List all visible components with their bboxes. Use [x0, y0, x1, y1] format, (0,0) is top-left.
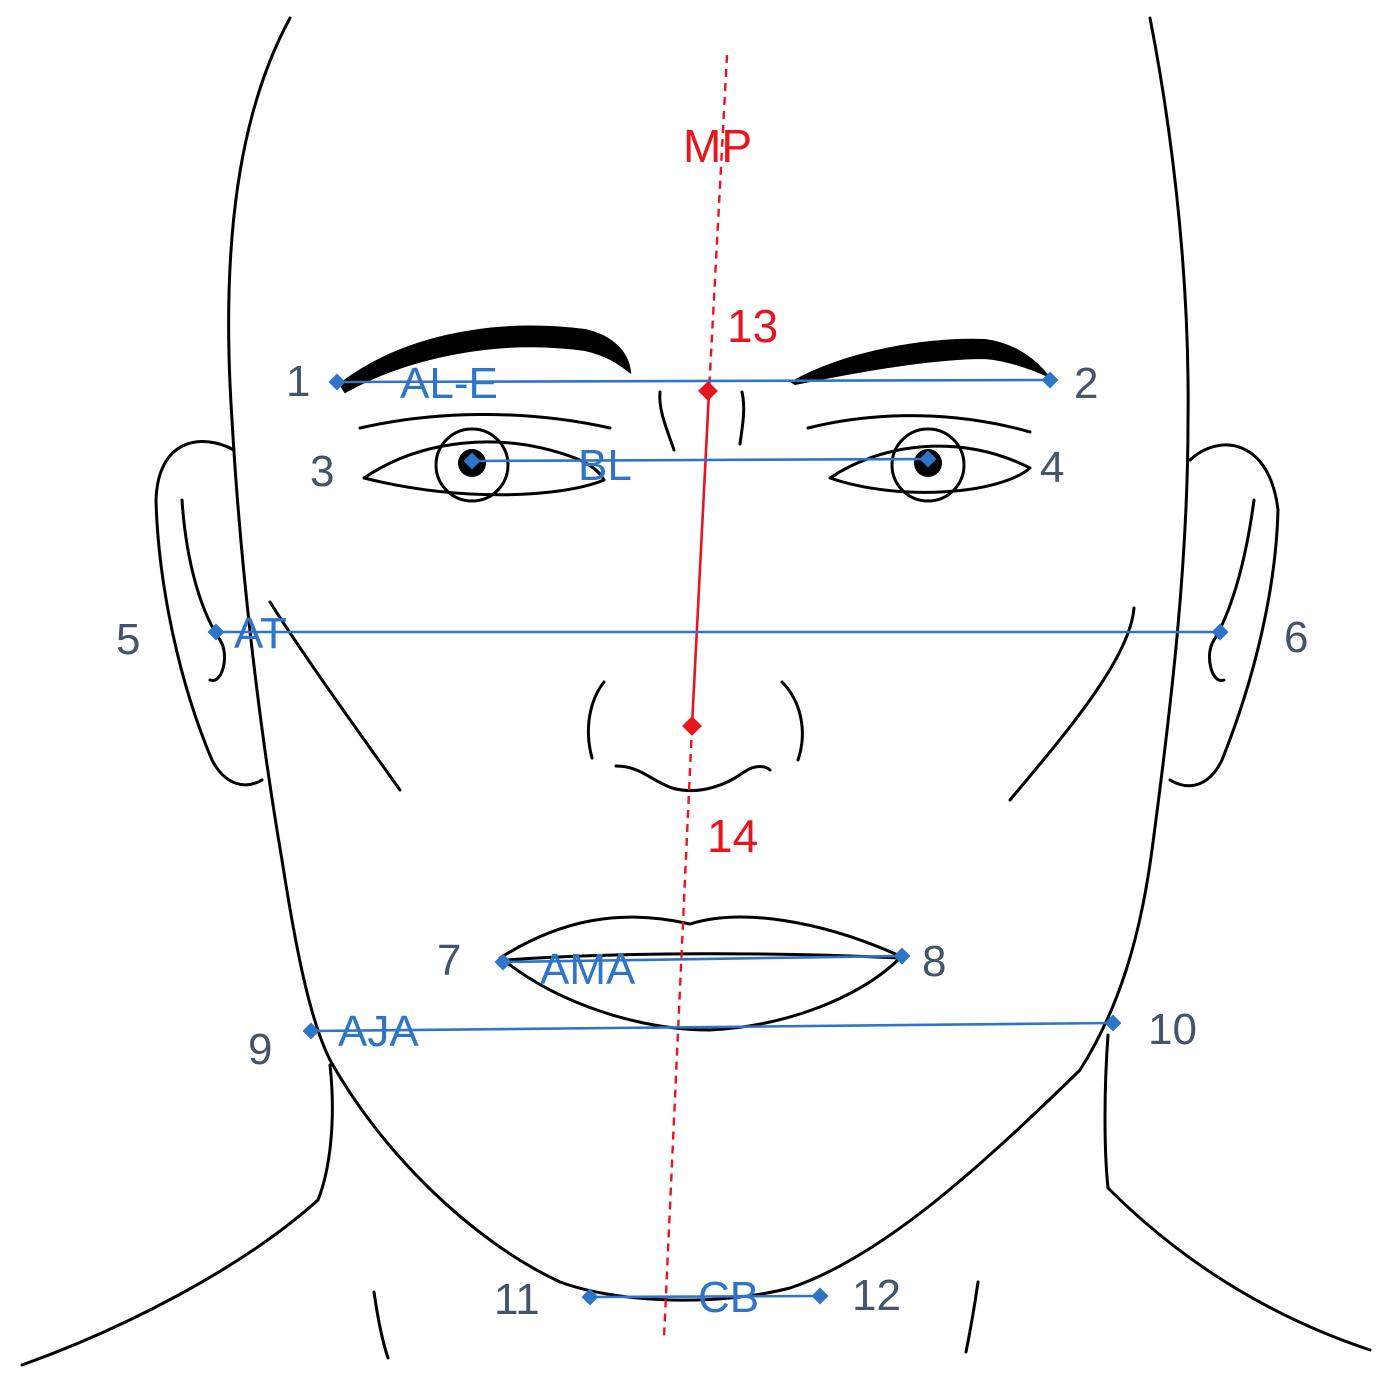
neck-right — [1103, 1033, 1110, 1190]
point-8-label: 8 — [922, 937, 946, 986]
right-cheek-line — [1008, 606, 1136, 802]
nose-right — [780, 680, 804, 762]
labels: MP 13 14 1 2 3 4 5 6 7 8 9 10 11 12 AL-E… — [116, 120, 1308, 1324]
neck-crease-right — [964, 1280, 980, 1354]
point-14-marker — [682, 716, 702, 736]
measurement-label-at: AT — [234, 609, 287, 658]
shoulder-right — [1106, 1186, 1372, 1352]
midline-dashed-top — [707, 54, 729, 393]
upper-lip — [498, 915, 902, 960]
neck-crease-left — [372, 1290, 390, 1360]
point-2-label: 2 — [1074, 359, 1098, 408]
line-bl — [471, 457, 929, 463]
left-iris — [434, 427, 510, 503]
left-ear — [154, 440, 264, 787]
left-lid-crease — [358, 413, 612, 430]
point-13-label: 13 — [727, 300, 778, 352]
line-ama — [502, 954, 903, 964]
point-10-label: 10 — [1148, 1005, 1197, 1054]
brow-crease-right — [738, 390, 746, 446]
neck-left — [316, 1063, 334, 1202]
point-5-marker — [207, 623, 225, 641]
point-3-label: 3 — [310, 447, 334, 496]
brow-crease-left — [658, 390, 676, 452]
midline-solid — [690, 391, 711, 727]
left-eyebrow — [338, 325, 632, 394]
nose-bottom — [614, 764, 772, 793]
line-al-e — [336, 378, 1051, 384]
midline-label: MP — [683, 120, 752, 172]
measurement-label-cb: CB — [698, 1273, 759, 1322]
point-6-label: 6 — [1284, 613, 1308, 662]
left-eye-outline — [362, 440, 606, 497]
measurement-label-aja: AJA — [338, 1007, 419, 1056]
right-ear — [1168, 443, 1280, 788]
right-ear-inner — [1208, 498, 1256, 682]
face-sketch — [20, 16, 1372, 1367]
point-6-marker — [1211, 623, 1229, 641]
point-1-label: 1 — [286, 357, 310, 406]
point-4-label: 4 — [1040, 443, 1064, 492]
head-outline — [227, 16, 1190, 1302]
right-iris — [890, 427, 966, 503]
right-lid-crease — [806, 414, 1032, 434]
point-11-marker — [581, 1288, 599, 1306]
point-11-label: 11 — [494, 1275, 540, 1324]
right-eyebrow — [790, 338, 1049, 386]
point-9-label: 9 — [248, 1025, 272, 1074]
point-7-marker — [494, 953, 512, 971]
measurement-label-al-e: AL-E — [400, 359, 498, 408]
point-4-marker — [919, 450, 937, 468]
line-aja — [310, 1021, 1114, 1033]
point-8-marker — [893, 947, 911, 965]
point-13-marker — [698, 381, 718, 401]
point-14-label: 14 — [707, 810, 758, 862]
left-ear-inner — [180, 498, 226, 682]
measurement-label-ama: AMA — [540, 945, 636, 994]
measurement-label-bl: BL — [578, 441, 632, 490]
midline-group — [662, 54, 729, 1339]
point-7-label: 7 — [437, 936, 461, 985]
midline-dashed-bottom — [662, 725, 694, 1339]
nose-left — [586, 680, 606, 760]
left-cheek-line — [268, 600, 402, 792]
measurement-lines — [207, 371, 1229, 1306]
point-3-marker — [463, 452, 481, 470]
point-12-marker — [811, 1287, 829, 1305]
shoulder-left — [20, 1198, 320, 1367]
point-1-marker — [328, 373, 346, 391]
point-12-label: 12 — [852, 1271, 901, 1320]
lower-lip — [504, 958, 900, 1032]
line-cb — [589, 1294, 821, 1299]
point-5-label: 5 — [116, 615, 140, 664]
right-eye-outline — [828, 444, 1032, 494]
point-10-marker — [1104, 1014, 1122, 1032]
